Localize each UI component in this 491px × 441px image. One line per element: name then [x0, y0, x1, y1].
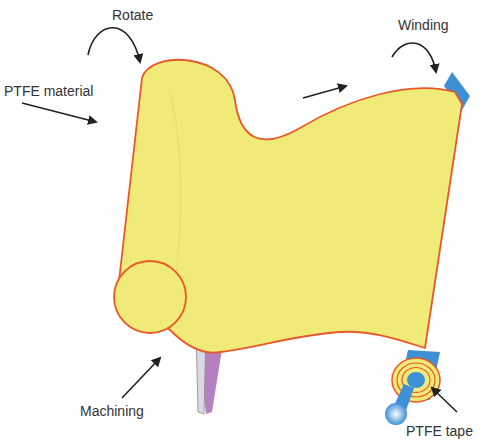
part-label: PTFE material [4, 84, 93, 99]
ptfe-billet-end [114, 261, 186, 333]
motion-label: Winding [398, 18, 449, 33]
motion-label: Rotate [112, 8, 153, 23]
ptfe-tape-roll [385, 350, 440, 425]
part-label: PTFE tape [406, 424, 473, 439]
process-label: Machining [80, 404, 144, 419]
